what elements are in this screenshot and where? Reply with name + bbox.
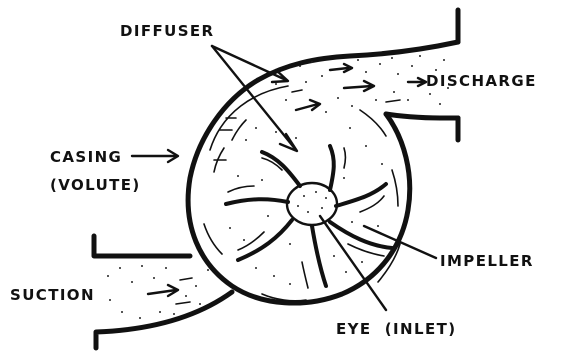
leader-lines (132, 46, 436, 310)
eye-inlet-label: EYE (INLET) (336, 320, 456, 338)
casing-label: CASING (50, 148, 122, 166)
volute-label: (VOLUTE) (50, 176, 141, 194)
diffuser-leader-1 (212, 46, 286, 80)
flow-streaks (204, 110, 400, 301)
diffuser-label: DIFFUSER (120, 22, 215, 40)
impeller-label: IMPELLER (440, 252, 534, 270)
discharge-label: DISCHARGE (426, 72, 537, 90)
impeller (226, 146, 392, 288)
diffuser-leader-2 (212, 46, 296, 150)
suction-flow-arrow (148, 278, 192, 304)
fluid-stipple (107, 55, 449, 319)
suction-label: SUCTION (10, 286, 95, 304)
discharge-flow-arrows (292, 64, 426, 110)
